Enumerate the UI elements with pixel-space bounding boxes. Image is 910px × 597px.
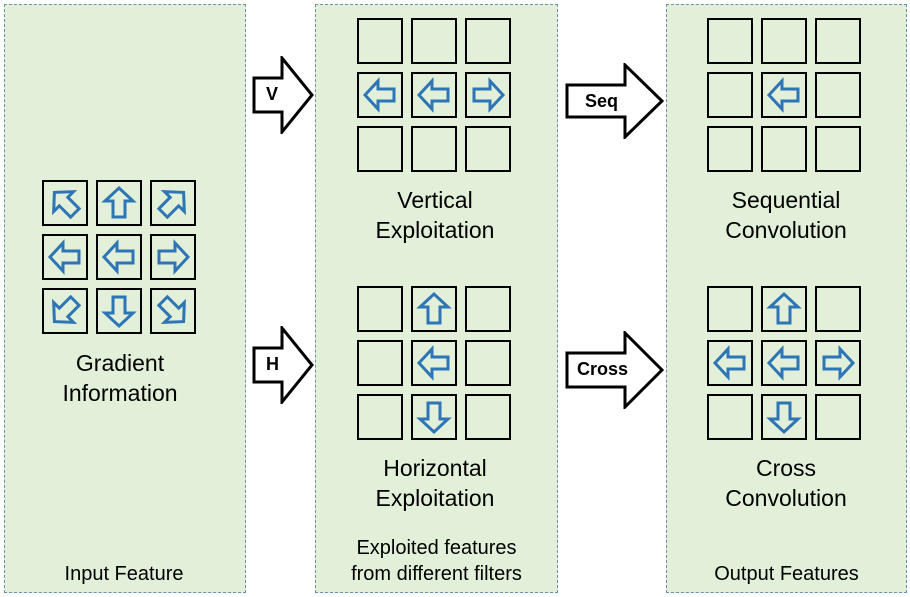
arrow-right-icon	[157, 239, 191, 275]
cross-arrow-label: Cross	[577, 359, 629, 379]
cross-arrow: Cross	[565, 329, 665, 411]
grid-cell	[707, 286, 753, 332]
grid-cell	[707, 394, 753, 440]
grid-cell	[465, 72, 511, 118]
grid-cell	[815, 286, 861, 332]
grid-cell	[357, 72, 403, 118]
exploited-features-footer: Exploited features from different filter…	[351, 537, 522, 585]
grid-cell	[465, 126, 511, 172]
grid-cell	[761, 394, 807, 440]
seq-arrow: Seq	[565, 61, 665, 141]
grid-cell	[150, 288, 196, 334]
grid-cell	[815, 340, 861, 386]
arrow-down-icon	[416, 401, 452, 435]
grid-cell	[761, 72, 807, 118]
arrow-down-right-icon	[156, 294, 186, 324]
arrow-up-icon	[416, 291, 452, 325]
grid-cell	[357, 18, 403, 64]
input-feature-footer: Input Feature	[64, 563, 184, 585]
grid-cell	[150, 234, 196, 280]
grid-cell	[42, 234, 88, 280]
grid-cell	[357, 394, 403, 440]
cross-convolution-label: Cross Convolution	[725, 455, 847, 511]
horizontal-exploitation-label: Horizontal Exploitation	[375, 455, 495, 511]
arrow-right-icon	[822, 345, 856, 381]
grid-cell	[707, 18, 753, 64]
arrow-up-icon	[101, 185, 137, 219]
arrow-left-icon	[712, 345, 746, 381]
arrow-left-icon	[416, 77, 450, 113]
grid-cell	[707, 126, 753, 172]
arrow-left-icon	[766, 77, 800, 113]
v-arrow-label: V	[266, 84, 279, 104]
arrow-left-icon	[362, 77, 396, 113]
grid-cell	[465, 18, 511, 64]
h-arrow-label: H	[266, 354, 279, 374]
grid-cell	[411, 286, 457, 332]
arrow-up-left-icon	[52, 190, 82, 220]
gradient-information-label: Gradient Information	[62, 350, 178, 406]
grid-cell	[357, 340, 403, 386]
arrow-up-icon	[766, 291, 802, 325]
grid-cell	[815, 18, 861, 64]
grid-cell	[815, 72, 861, 118]
grid-cell	[707, 340, 753, 386]
grid-cell	[465, 394, 511, 440]
grid-cell	[761, 286, 807, 332]
grid-cell	[707, 72, 753, 118]
grid-cell	[357, 286, 403, 332]
grid-cell	[815, 126, 861, 172]
grid-cell	[357, 126, 403, 172]
sequential-convolution-label: Sequential Convolution	[725, 187, 847, 243]
grid-cell	[42, 288, 88, 334]
output-features-footer: Output Features	[714, 563, 859, 585]
grid-cell	[465, 286, 511, 332]
grid-cell	[411, 126, 457, 172]
arrow-down-icon	[766, 401, 802, 435]
seq-arrow-label: Seq	[585, 91, 619, 111]
arrow-left-icon	[101, 239, 135, 275]
arrow-down-icon	[101, 295, 137, 329]
grid-cell	[761, 126, 807, 172]
grid-cell	[96, 180, 142, 226]
v-arrow: V	[252, 53, 314, 137]
arrow-left-icon	[47, 239, 81, 275]
grid-cell	[411, 394, 457, 440]
grid-cell	[761, 340, 807, 386]
arrow-right-icon	[472, 77, 506, 113]
arrow-left-icon	[766, 345, 800, 381]
vertical-exploitation-label: Vertical Exploitation	[375, 187, 495, 243]
grid-cell	[761, 18, 807, 64]
grid-cell	[411, 72, 457, 118]
grid-cell	[96, 288, 142, 334]
grid-cell	[150, 180, 196, 226]
grid-cell	[465, 340, 511, 386]
grid-cell	[411, 340, 457, 386]
arrow-down-left-icon	[52, 294, 82, 324]
grid-cell	[411, 18, 457, 64]
grid-cell	[96, 234, 142, 280]
grid-cell	[815, 394, 861, 440]
arrow-left-icon	[416, 345, 450, 381]
grid-cell	[42, 180, 88, 226]
arrow-up-right-icon	[156, 190, 186, 220]
h-arrow: H	[252, 323, 314, 407]
